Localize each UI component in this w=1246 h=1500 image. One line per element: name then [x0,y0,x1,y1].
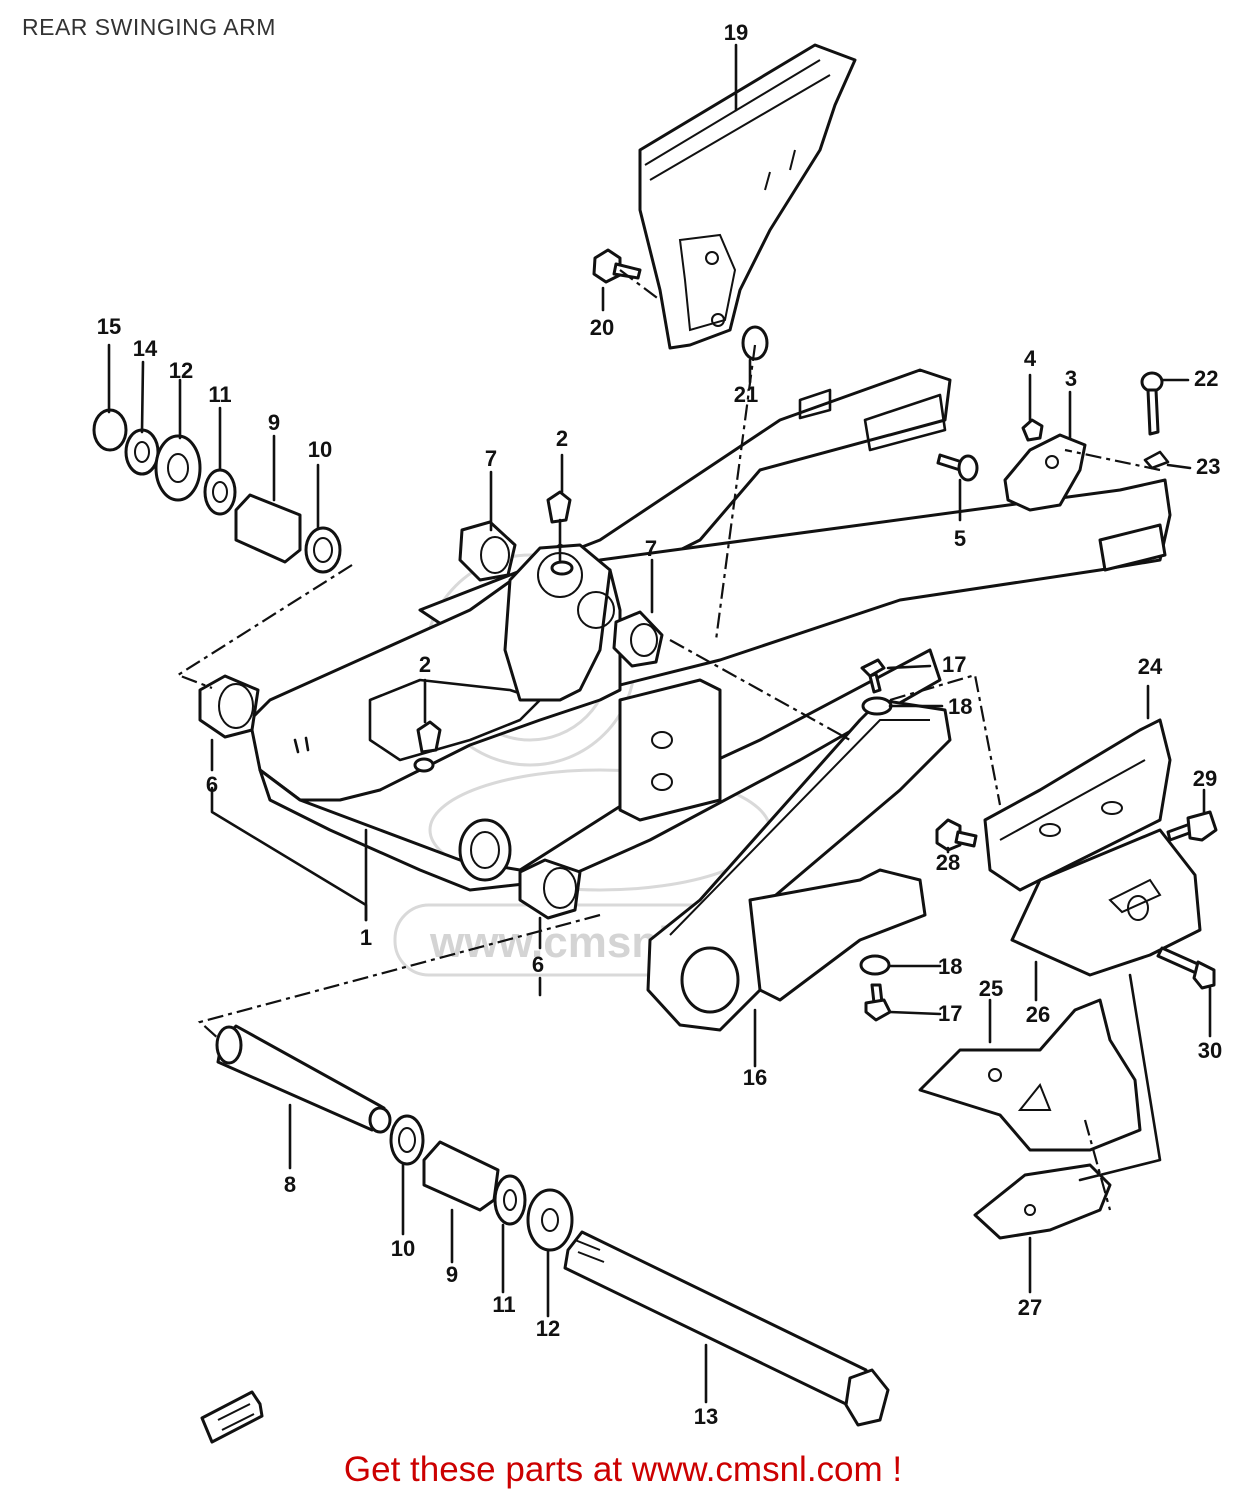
callout-3: 3 [1065,366,1077,391]
part-21-washer [741,325,769,361]
footer-promo-link[interactable]: Get these parts at www.cmsnl.com ! [343,1450,903,1489]
part-19-chain-case [638,43,857,350]
part-11-washer-lower [493,1174,527,1226]
callout-9: 9 [446,1262,458,1287]
part-6-bearing-right [518,858,582,920]
part-17-bolt-upper [860,658,886,694]
callout-17: 17 [942,652,966,677]
callout-23: 23 [1196,454,1220,479]
callout-17: 17 [938,1001,962,1026]
callout-11: 11 [208,382,231,407]
callout-2: 2 [419,652,431,677]
callout-18: 18 [938,954,962,979]
part-7-bearing-lower [612,610,664,668]
part-12-washer-lower [526,1188,574,1252]
lower-pivot-hardware [215,1024,890,1427]
part-23-clip [1143,450,1170,470]
callout-30: 30 [1198,1038,1222,1063]
part-18-washer-lower [859,954,891,976]
part-28-bolt [935,818,978,852]
callout-6: 6 [532,952,544,977]
part-10-bushing-lower [389,1114,425,1166]
part-20-bolt [592,248,642,284]
callout-6: 6 [206,772,218,797]
callout-8: 8 [284,1172,296,1197]
part-17-bolt-lower [864,983,892,1022]
part-22-pin [1140,371,1164,436]
callout-14: 14 [133,336,158,361]
part-12-washer [154,434,202,502]
callout-15: 15 [97,314,121,339]
callout-13: 13 [694,1404,718,1429]
callout-20: 20 [590,315,614,340]
callout-12: 12 [169,358,193,383]
part-30-bolt [1156,946,1216,990]
callout-26: 26 [1026,1002,1050,1027]
part-3-bracket [1003,433,1087,512]
part-4-screw [1021,418,1044,442]
callout-25: 25 [979,976,1003,1001]
part-2-grease-nipple-upper [546,490,574,576]
assembly-line-20 [619,269,661,301]
callout-21: 21 [734,382,758,407]
callout-1: 1 [360,925,372,950]
callout-7: 7 [645,536,657,561]
callout-24: 24 [1138,654,1163,679]
callout-labels: 1 2 2 3 4 5 6 6 7 7 8 9 9 10 10 11 11 12… [97,20,1222,1429]
front-direction-arrow [200,1390,264,1444]
callout-18: 18 [948,694,972,719]
part-2-grease-nipple-lower [413,720,442,773]
callout-10: 10 [308,437,332,462]
part-25-guide-plate [918,998,1142,1152]
part-24-chain-guide [983,718,1172,892]
part-10-bushing [304,526,342,574]
part-5-bolt [936,453,979,482]
callout-29: 29 [1193,766,1217,791]
part-9-spacer [234,493,302,564]
callout-28: 28 [936,850,960,875]
part-18-washer-upper [861,696,893,716]
callout-27: 27 [1018,1295,1042,1320]
callout-4: 4 [1024,346,1037,371]
part-27-slider [973,1163,1112,1240]
part-6-bearing-left [198,674,260,739]
assembly-line-buffer [669,639,851,741]
part-9-spacer-lower [422,1140,500,1212]
callout-10: 10 [391,1236,415,1261]
callout-12: 12 [536,1316,560,1341]
callout-19: 19 [724,20,748,45]
callout-22: 22 [1194,366,1218,391]
callout-7: 7 [485,446,497,471]
callout-16: 16 [743,1065,767,1090]
part-14-seal [124,428,160,476]
assembly-line-upper [175,564,353,690]
part-26-guard [1010,828,1202,977]
page-title: REAR SWINGING ARM [22,14,276,40]
part-16-chain-buffer [646,698,952,1032]
callout-2: 2 [556,426,568,451]
leader-lines [107,43,1212,1404]
part-13-axle [563,1230,868,1407]
assembly-line-guard [1083,1119,1112,1211]
assembly-line-chain-case [714,344,757,641]
callout-5: 5 [954,526,966,551]
part-1-swing-arm [248,368,1172,892]
part-11-washer [203,468,237,516]
part-15-cap [92,408,128,452]
part-8-sleeve [216,1024,386,1132]
callout-9: 9 [268,410,280,435]
callout-11: 11 [492,1292,515,1317]
part-7-bearing-upper [458,520,517,582]
upper-pivot-hardware [92,408,342,574]
assembly-line-lower [197,913,601,1041]
part-29-bolt [1166,810,1218,842]
